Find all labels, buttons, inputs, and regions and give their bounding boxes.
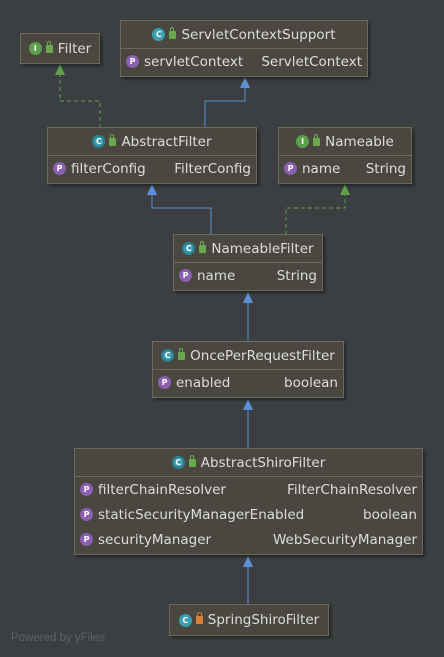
edge-abstractfilter-extends-servletcontextsupport bbox=[204, 88, 246, 128]
arrowhead-abstractshirofilter bbox=[243, 556, 253, 567]
field-name: filterConfig bbox=[71, 160, 146, 177]
node-title: SpringShiroFilter bbox=[207, 612, 320, 628]
edge-abstractfilter-implements-filter bbox=[59, 75, 101, 128]
abstract-class-icon: C bbox=[182, 242, 196, 255]
edge-nameablefilter-extends-abstractfilter bbox=[151, 195, 212, 235]
node-abstractfilter[interactable]: C AbstractFilter P filterConfig FilterCo… bbox=[47, 127, 257, 184]
field-name: enabled bbox=[176, 374, 231, 391]
property-icon: P bbox=[80, 508, 93, 521]
inner-class-icon: C bbox=[178, 613, 192, 627]
field-row[interactable]: P name String bbox=[174, 263, 322, 288]
field-name: name bbox=[302, 160, 341, 177]
property-icon: P bbox=[284, 162, 297, 175]
public-visibility-icon bbox=[45, 40, 53, 53]
node-servletcontextsupport[interactable]: C ServletContextSupport P servletContext… bbox=[120, 20, 368, 77]
arrowhead-onceperrequestfilter bbox=[243, 399, 253, 410]
field-type: boolean bbox=[363, 506, 417, 523]
node-title: Nameable bbox=[325, 133, 394, 150]
node-header: C ServletContextSupport bbox=[121, 21, 367, 48]
node-header: C OncePerRequestFilter bbox=[153, 342, 343, 369]
node-header: C AbstractFilter bbox=[48, 128, 256, 155]
abstract-class-icon: C bbox=[171, 456, 185, 469]
node-header: C NameableFilter bbox=[174, 235, 322, 262]
field-type: ServletContext bbox=[261, 53, 362, 70]
arrowhead-nameablefilter bbox=[243, 292, 253, 303]
node-header: C AbstractShiroFilter bbox=[75, 449, 422, 476]
node-title: AbstractShiroFilter bbox=[200, 454, 326, 471]
field-type: boolean bbox=[284, 374, 338, 391]
powered-by-footer: Powered by yFiles bbox=[11, 632, 105, 644]
edge-nameablefilter-implements-nameable bbox=[285, 195, 346, 235]
field-name: securityManager bbox=[98, 531, 212, 548]
field-row[interactable]: P servletContext ServletContext bbox=[121, 49, 367, 74]
property-icon: P bbox=[179, 269, 192, 282]
field-row[interactable]: P enabled boolean bbox=[153, 370, 343, 395]
field-row[interactable]: P securityManager WebSecurityManager bbox=[75, 527, 422, 552]
node-title: ServletContextSupport bbox=[181, 26, 336, 43]
node-springshirofilter[interactable]: C SpringShiroFilter bbox=[169, 604, 329, 636]
node-header: I Filter bbox=[21, 34, 99, 63]
field-row[interactable]: P name String bbox=[279, 156, 411, 181]
node-nameablefilter[interactable]: C NameableFilter P name String bbox=[173, 234, 323, 291]
field-name: name bbox=[197, 267, 236, 284]
public-visibility-icon bbox=[313, 133, 321, 146]
field-type: FilterChainResolver bbox=[287, 481, 417, 498]
node-nameable[interactable]: I Nameable P name String bbox=[278, 127, 412, 184]
node-title: NameableFilter bbox=[211, 240, 314, 257]
field-row[interactable]: P staticSecurityManagerEnabled boolean bbox=[75, 502, 422, 527]
field-name: servletContext bbox=[144, 53, 244, 70]
property-icon: P bbox=[158, 376, 171, 389]
node-header: I Nameable bbox=[279, 128, 411, 155]
abstract-class-icon: C bbox=[92, 135, 106, 148]
node-filter[interactable]: I Filter bbox=[20, 33, 100, 64]
public-visibility-icon bbox=[169, 26, 177, 39]
field-row[interactable]: P filterConfig FilterConfig bbox=[48, 156, 256, 181]
private-visibility-icon bbox=[195, 612, 203, 624]
public-visibility-icon bbox=[188, 454, 196, 467]
node-onceperrequestfilter[interactable]: C OncePerRequestFilter P enabled boolean bbox=[152, 341, 344, 398]
node-title: AbstractFilter bbox=[121, 133, 212, 150]
field-type: FilterConfig bbox=[174, 160, 251, 177]
field-type: String bbox=[276, 267, 317, 284]
interface-icon: I bbox=[28, 42, 42, 55]
node-header: C SpringShiroFilter bbox=[170, 605, 328, 635]
arrowhead-nameable bbox=[340, 184, 350, 195]
field-type: WebSecurityManager bbox=[272, 531, 417, 548]
public-visibility-icon bbox=[199, 240, 207, 253]
class-icon: C bbox=[152, 28, 166, 41]
property-icon: P bbox=[126, 55, 139, 68]
node-title: Filter bbox=[57, 40, 92, 57]
interface-icon: I bbox=[296, 135, 310, 148]
arrowhead-filter bbox=[55, 64, 65, 75]
property-icon: P bbox=[80, 533, 93, 546]
property-icon: P bbox=[53, 162, 66, 175]
field-name: filterChainResolver bbox=[98, 481, 226, 498]
node-abstractshirofilter[interactable]: C AbstractShiroFilter P filterChainResol… bbox=[74, 448, 423, 555]
field-row[interactable]: P filterChainResolver FilterChainResolve… bbox=[75, 477, 422, 502]
field-name: staticSecurityManagerEnabled bbox=[98, 506, 305, 523]
public-visibility-icon bbox=[178, 347, 186, 360]
arrowhead-abstractfilter bbox=[147, 184, 157, 195]
abstract-class-icon: C bbox=[161, 349, 175, 362]
field-type: String bbox=[365, 160, 406, 177]
arrowhead-servletcontextsupport bbox=[240, 77, 250, 88]
property-icon: P bbox=[80, 483, 93, 496]
public-visibility-icon bbox=[109, 133, 117, 146]
node-title: OncePerRequestFilter bbox=[190, 347, 335, 364]
